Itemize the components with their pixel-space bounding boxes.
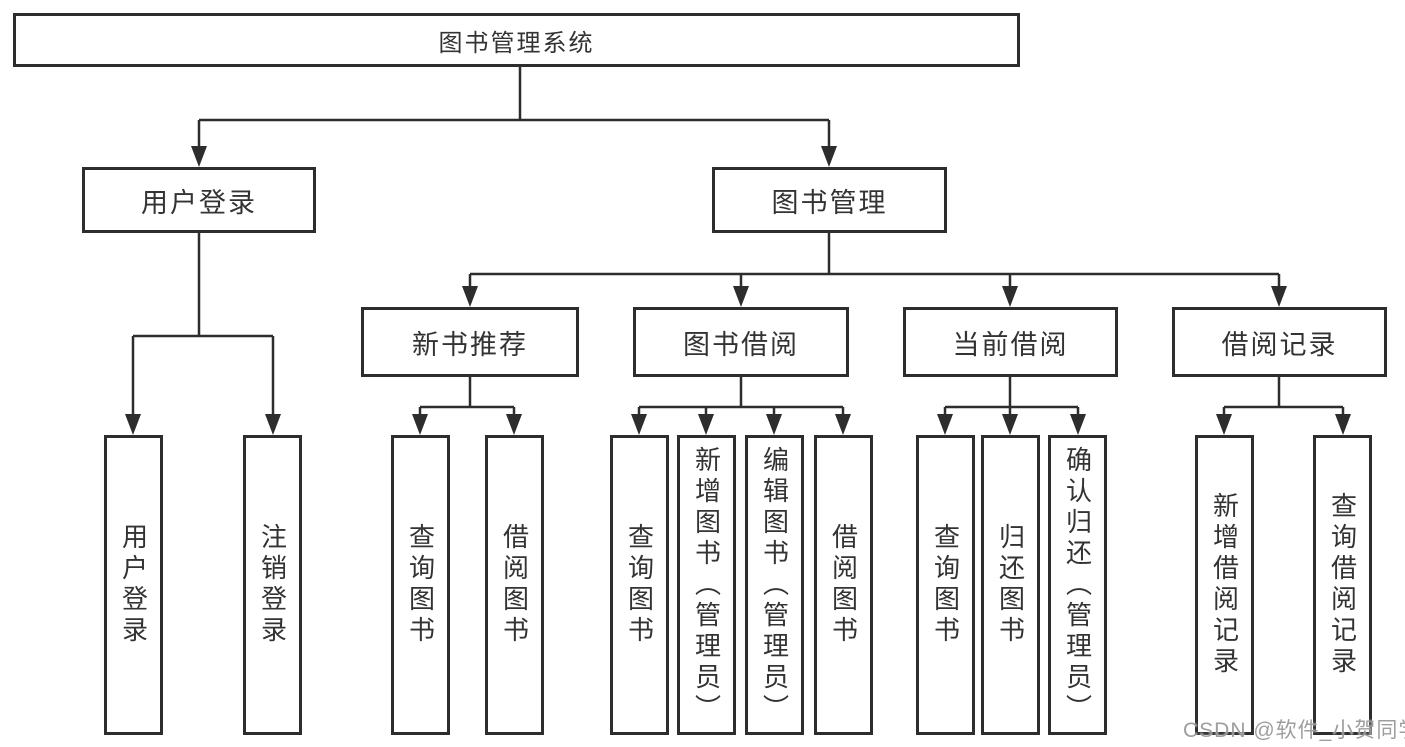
leaf-add-books-admin: 新增图书（管理员）	[677, 435, 736, 735]
node-new-book-recommendation: 新书推荐	[361, 307, 579, 377]
node-book-management: 图书管理	[712, 167, 947, 233]
node-label: 当前借阅	[952, 329, 1069, 360]
node-borrowing-records: 借阅记录	[1172, 307, 1387, 377]
node-label: 图书借阅	[683, 329, 799, 360]
node-library-management-system: 图书管理系统	[13, 13, 1020, 67]
leaf-label: 用户登录	[118, 523, 149, 647]
leaf-label: 确认归还（管理员）	[1062, 445, 1093, 725]
leaf-user-login: 用户登录	[104, 435, 163, 735]
node-label: 用户登录	[141, 187, 257, 218]
leaf-label: 新增借阅记录	[1209, 492, 1240, 678]
node-label: 图书管理	[771, 187, 888, 218]
leaf-query-books-3: 查询图书	[916, 435, 975, 735]
node-label: 图书管理系统	[438, 29, 595, 57]
leaf-label: 编辑图书（管理员）	[759, 445, 790, 725]
leaf-query-borrow-record: 查询借阅记录	[1313, 435, 1372, 735]
leaf-label: 查询图书	[930, 523, 961, 647]
node-user-login: 用户登录	[82, 167, 316, 233]
leaf-query-books-2: 查询图书	[610, 435, 669, 735]
leaf-borrow-books-2: 借阅图书	[814, 435, 873, 735]
leaf-logout: 注销登录	[243, 435, 302, 735]
leaf-label: 查询图书	[405, 523, 436, 647]
leaf-borrow-books-1: 借阅图书	[485, 435, 544, 735]
leaf-query-books-1: 查询图书	[391, 435, 450, 735]
leaf-label: 借阅图书	[499, 523, 530, 647]
leaf-label: 查询图书	[624, 523, 655, 647]
node-current-borrowing: 当前借阅	[903, 307, 1118, 377]
csdn-watermark: CSDN @软件_小贺同学	[1183, 719, 1405, 742]
leaf-label: 归还图书	[995, 523, 1026, 647]
leaf-add-borrow-record: 新增借阅记录	[1195, 435, 1254, 735]
node-label: 新书推荐	[412, 329, 528, 360]
leaf-confirm-return-admin: 确认归还（管理员）	[1048, 435, 1107, 735]
leaf-label: 新增图书（管理员）	[691, 445, 722, 725]
node-book-borrowing: 图书借阅	[633, 307, 849, 377]
leaf-label: 借阅图书	[828, 523, 859, 647]
leaf-edit-books-admin: 编辑图书（管理员）	[745, 435, 804, 735]
leaf-label: 查询借阅记录	[1327, 492, 1358, 678]
node-label: 借阅记录	[1221, 329, 1338, 360]
leaf-return-books: 归还图书	[981, 435, 1040, 735]
leaf-label: 注销登录	[257, 523, 288, 647]
